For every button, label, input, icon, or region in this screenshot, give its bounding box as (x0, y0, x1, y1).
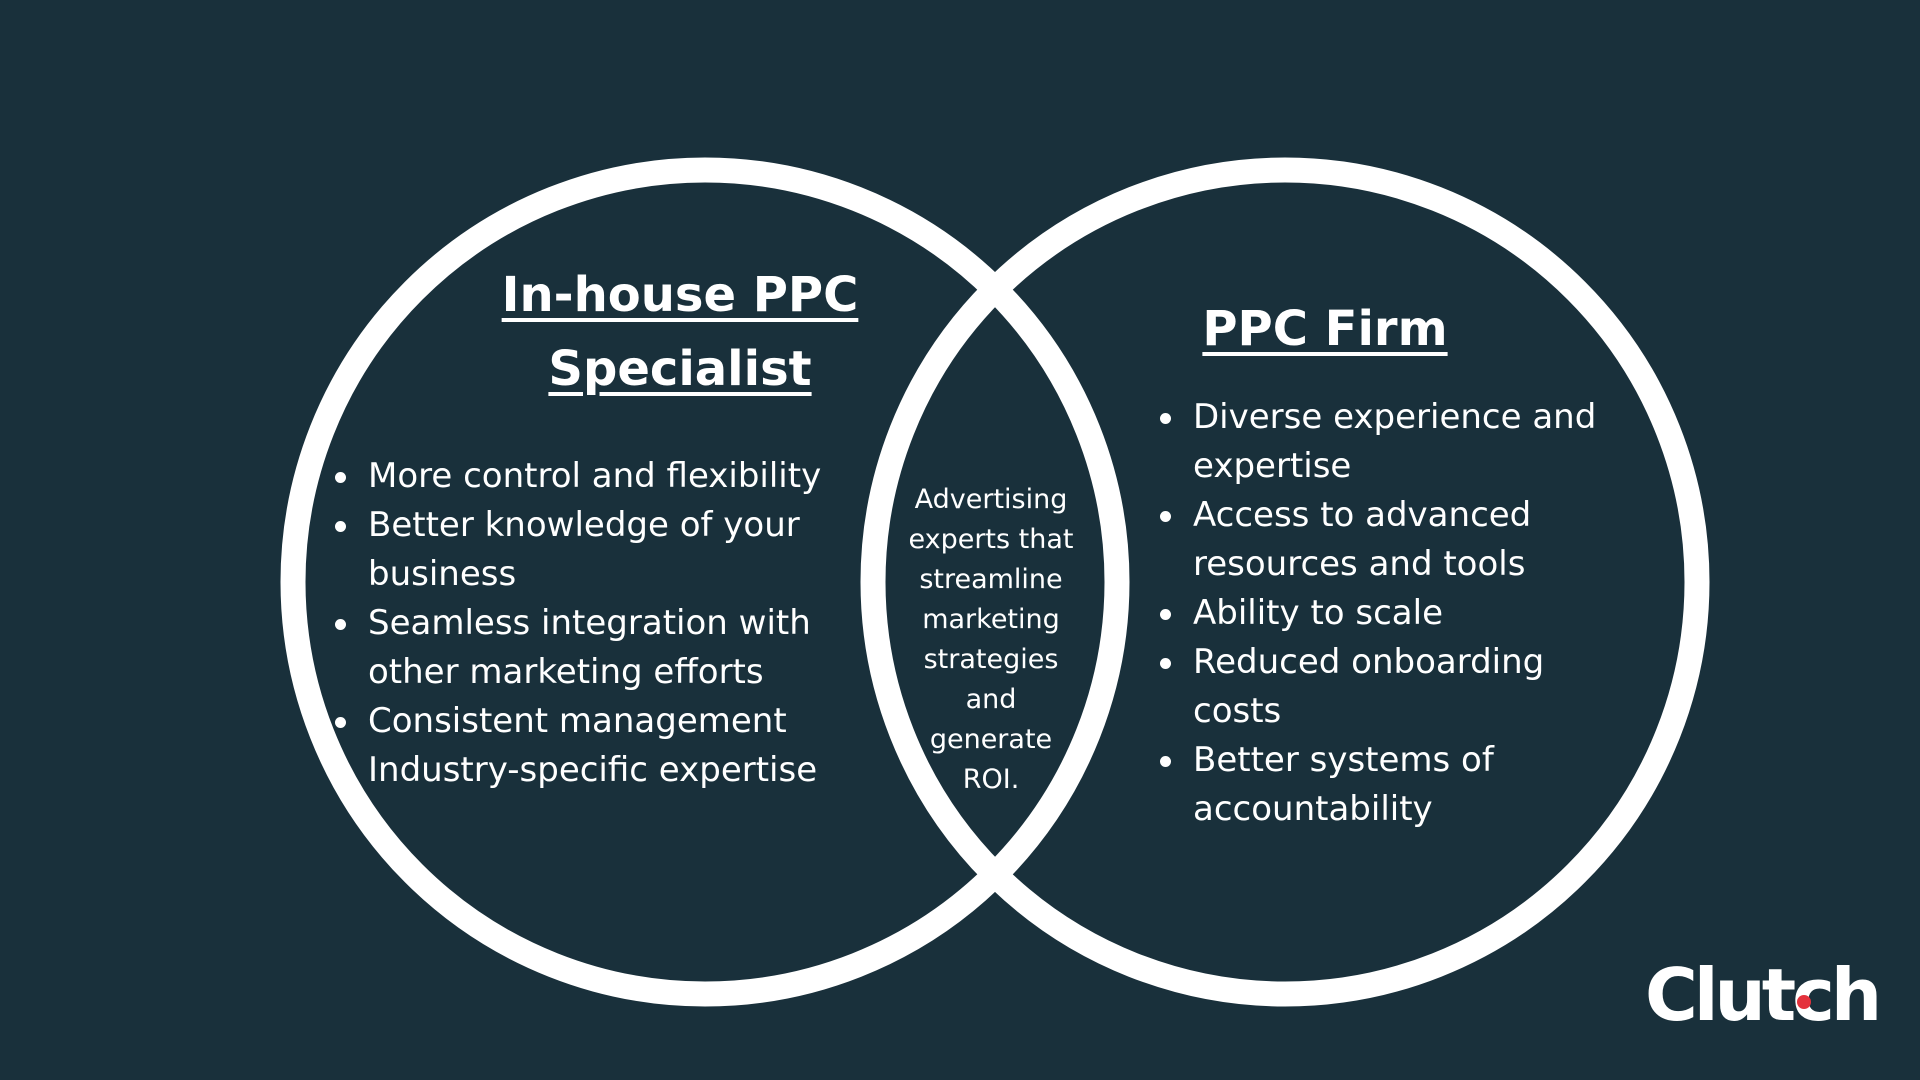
logo-wordmark: Clutch (1645, 953, 1882, 1037)
right-list-item: Ability to scale (1160, 589, 1630, 638)
overlap-description: Advertising experts that streamline marketi… (895, 480, 1087, 800)
right-list-item: resources and tools (1193, 544, 1526, 584)
right-circle-title: PPC Firm (1202, 301, 1448, 357)
left-list-item: Consistent management (335, 697, 855, 746)
left-circle-title: In-house PPC Specialist (480, 258, 880, 406)
right-list-item: expertise (1193, 446, 1352, 486)
left-title-line-2: Specialist (548, 341, 812, 397)
right-circle (860, 157, 1710, 1007)
logo-dot-icon (1797, 995, 1811, 1009)
right-list-item: costs (1193, 691, 1282, 731)
right-list-item: accountability (1193, 789, 1433, 829)
overlap-line: generate (929, 724, 1053, 755)
left-list-item: Better knowledge of your (335, 501, 855, 550)
overlap-line: strategies (923, 644, 1059, 675)
overlap-line: marketing (922, 604, 1060, 635)
left-list-item: other marketing efforts (368, 652, 764, 692)
overlap-line: and (965, 684, 1017, 715)
right-list-item: Better systems of (1160, 736, 1630, 785)
right-list-item: Reduced onboarding (1160, 638, 1630, 687)
left-list-item: More control and flexibility (335, 452, 855, 501)
left-list-item: Seamless integration with (335, 599, 855, 648)
overlap-line: streamline (919, 564, 1063, 595)
overlap-line: Advertising (914, 484, 1068, 515)
overlap-line: experts that (908, 524, 1074, 555)
left-list-item: business (368, 554, 517, 594)
clutch-logo: Clutch (1645, 955, 1885, 1035)
right-list-item: Diverse experience and (1160, 393, 1630, 442)
left-list-item: Industry-specific expertise (368, 750, 818, 790)
left-title-line-1: In-house PPC (501, 267, 859, 323)
overlap-line: ROI. (962, 764, 1020, 795)
right-list-item: Access to advanced (1160, 491, 1630, 540)
left-circle (280, 157, 1130, 1007)
